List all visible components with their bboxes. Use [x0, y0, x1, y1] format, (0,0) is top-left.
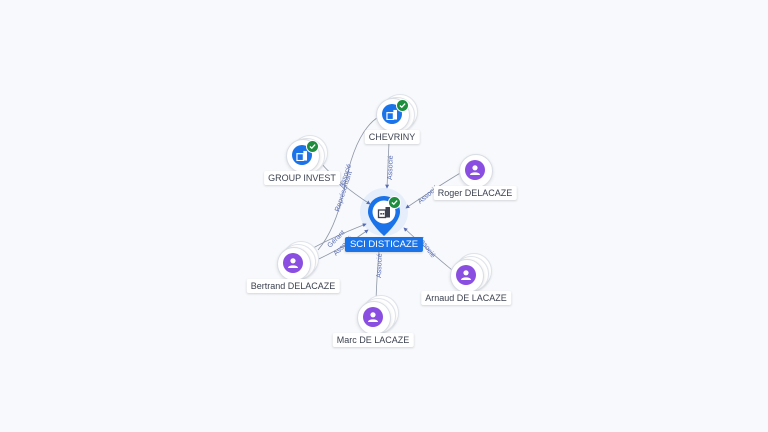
node-label[interactable]: CHEVRINY — [364, 130, 420, 144]
edge-group-invest-associe — [319, 161, 371, 205]
person-icon-circle — [465, 160, 485, 180]
verified-check-icon — [388, 196, 401, 209]
edge-label-marc-associe: Associé — [376, 253, 384, 278]
node-disc — [277, 247, 311, 281]
node-label[interactable]: Marc DE LACAZE — [332, 333, 414, 347]
node-label[interactable]: Bertrand DELACAZE — [246, 279, 340, 293]
building-icon — [377, 207, 390, 219]
person-icon-circle — [283, 253, 303, 273]
person-icon — [470, 165, 480, 175]
verified-check-icon — [396, 99, 409, 112]
verified-check-icon — [306, 140, 319, 153]
edge-chevriny-associe — [385, 141, 390, 189]
person-icon — [288, 258, 298, 268]
person-icon-circle — [363, 307, 383, 327]
edge-chevriny-representant — [317, 115, 381, 251]
edge-arnaud-associe — [403, 227, 453, 271]
person-icon — [461, 270, 471, 280]
person-icon — [368, 312, 378, 322]
edge-label-chevriny-associe: Associé — [387, 155, 395, 180]
node-label[interactable]: Roger DELACAZE — [433, 186, 517, 200]
node-label[interactable]: GROUP INVEST — [264, 171, 340, 185]
center-node-label[interactable]: SCI DISTICAZE — [344, 237, 424, 252]
node-label[interactable]: Arnaud DE LACAZE — [421, 291, 511, 305]
person-icon-circle — [456, 265, 476, 285]
building-icon — [296, 150, 308, 161]
building-icon — [386, 109, 398, 120]
